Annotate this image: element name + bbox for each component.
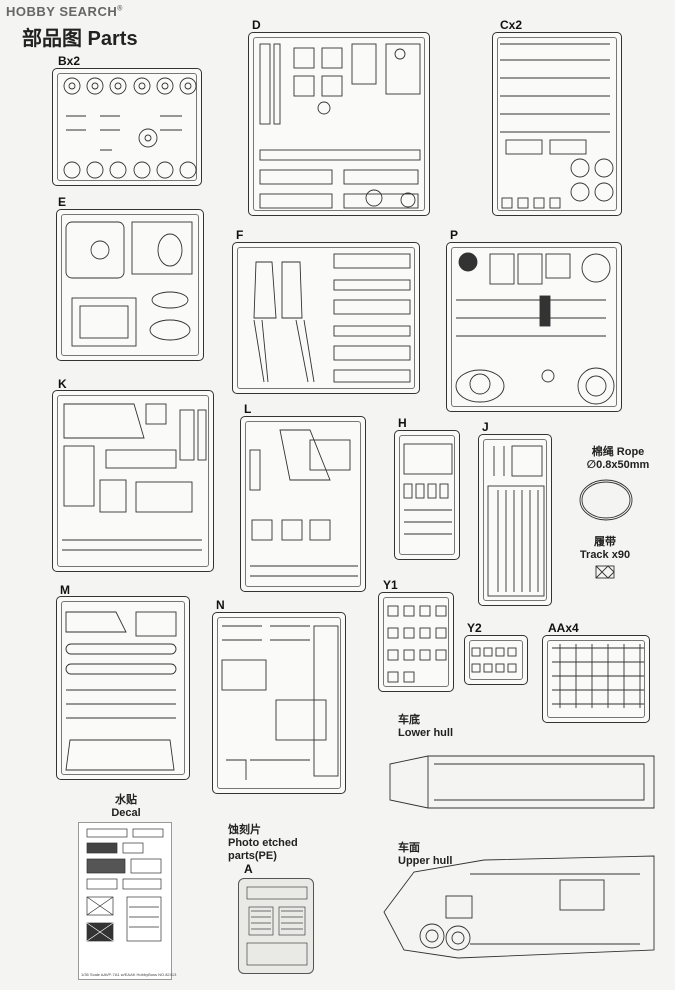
sprue-f-parts: [253, 253, 411, 383]
rope-size: ∅0.8x50mm: [586, 459, 650, 471]
sprue-label-b: Bx2: [58, 54, 81, 68]
pe-fret-art: [246, 886, 308, 966]
sprue-p-parts: [455, 252, 615, 405]
logo-text: HOBBY SEARCH: [6, 4, 118, 19]
sprue-j-frame: [478, 434, 552, 606]
lower-hull-drawing: [389, 755, 655, 809]
sprue-y2-frame: [464, 635, 528, 685]
sprue-label-f: F: [236, 228, 244, 242]
decal-sheet: 1/35 Scale AAVP-7A1 w/EAAK HobbyBoss NO.…: [78, 822, 177, 980]
upper-hull-drawing: [383, 855, 655, 959]
rope-coil-icon: [579, 479, 633, 521]
sprue-aa-parts: [552, 644, 644, 708]
decal-label: Decal: [111, 807, 141, 819]
sprue-l-parts: [249, 429, 358, 577]
sprue-label-l: L: [244, 402, 252, 416]
sprue-j-parts: [487, 445, 545, 597]
sprue-p-frame: [446, 242, 622, 412]
sprue-b-frame: [52, 68, 202, 186]
sprue-m-parts: [65, 611, 177, 771]
sprue-h-parts: [403, 443, 453, 535]
sprue-y2-parts: [471, 647, 517, 673]
lower-hull-caption: 车底 Lower hull: [398, 714, 458, 740]
sprue-label-y1: Y1: [383, 578, 398, 592]
decal-cn: 水贴: [115, 794, 137, 806]
sprue-d-parts: [259, 43, 421, 209]
page-title: 部品图 Parts: [22, 28, 138, 50]
sprue-label-n: N: [216, 598, 225, 612]
upper-hull-label: Upper hull: [398, 855, 453, 867]
decal-footer: 1/35 Scale AAVP-7A1 w/EAAK HobbyBoss NO.…: [81, 972, 177, 977]
sprue-e-parts: [65, 221, 193, 347]
sprue-l-frame: [240, 416, 366, 592]
sprue-k-frame: [52, 390, 214, 572]
pe-letter: A: [244, 862, 253, 876]
sprue-label-d: D: [252, 18, 261, 32]
sprue-h-frame: [394, 430, 460, 560]
decal-sheet-art: [86, 828, 164, 942]
sprue-label-h: H: [398, 416, 407, 430]
track-label: Track x90: [579, 549, 631, 561]
sprue-n-parts: [221, 625, 339, 780]
logo-reg-mark: ®: [117, 5, 123, 13]
sprue-label-k: K: [58, 377, 67, 391]
sprue-n-frame: [212, 612, 346, 794]
pe-label: Photo etched parts(PE): [228, 837, 298, 862]
sprue-label-p: P: [450, 228, 459, 242]
sprue-label-m: M: [60, 583, 70, 597]
lower-hull-label: Lower hull: [398, 727, 453, 739]
upper-hull-cn: 车面: [398, 842, 420, 854]
rope-caption: 棉绳 Rope ∅0.8x50mm: [570, 446, 666, 472]
sprue-label-y2: Y2: [467, 621, 482, 635]
sprue-y1-parts: [387, 605, 447, 683]
sprue-e-frame: [56, 209, 204, 361]
sprue-label-c: Cx2: [500, 18, 523, 32]
sprue-c-frame: [492, 32, 622, 216]
pe-fret: [238, 878, 314, 974]
track-link-icon: [595, 565, 615, 579]
sprue-label-aa: AAx4: [548, 621, 579, 635]
pe-cn: 蚀刻片: [228, 824, 261, 836]
upper-hull-caption: 车面 Upper hull: [398, 842, 458, 868]
pe-caption: 蚀刻片 Photo etched parts(PE): [228, 824, 338, 863]
hobby-search-logo: HOBBY SEARCH®: [6, 4, 123, 19]
sprue-y1-frame: [378, 592, 454, 692]
track-label-cn: 履带: [594, 536, 616, 548]
lower-hull-cn: 车底: [398, 714, 420, 726]
sprue-k-parts: [62, 403, 207, 551]
sprue-label-e: E: [58, 195, 67, 209]
sprue-label-j: J: [482, 420, 489, 434]
track-caption: 履带 Track x90: [570, 536, 640, 562]
sprue-b-wheels: [63, 77, 197, 179]
sprue-c-parts: [500, 43, 614, 209]
rope-label: 棉绳 Rope: [591, 446, 645, 458]
decal-caption: 水贴 Decal: [96, 794, 156, 820]
